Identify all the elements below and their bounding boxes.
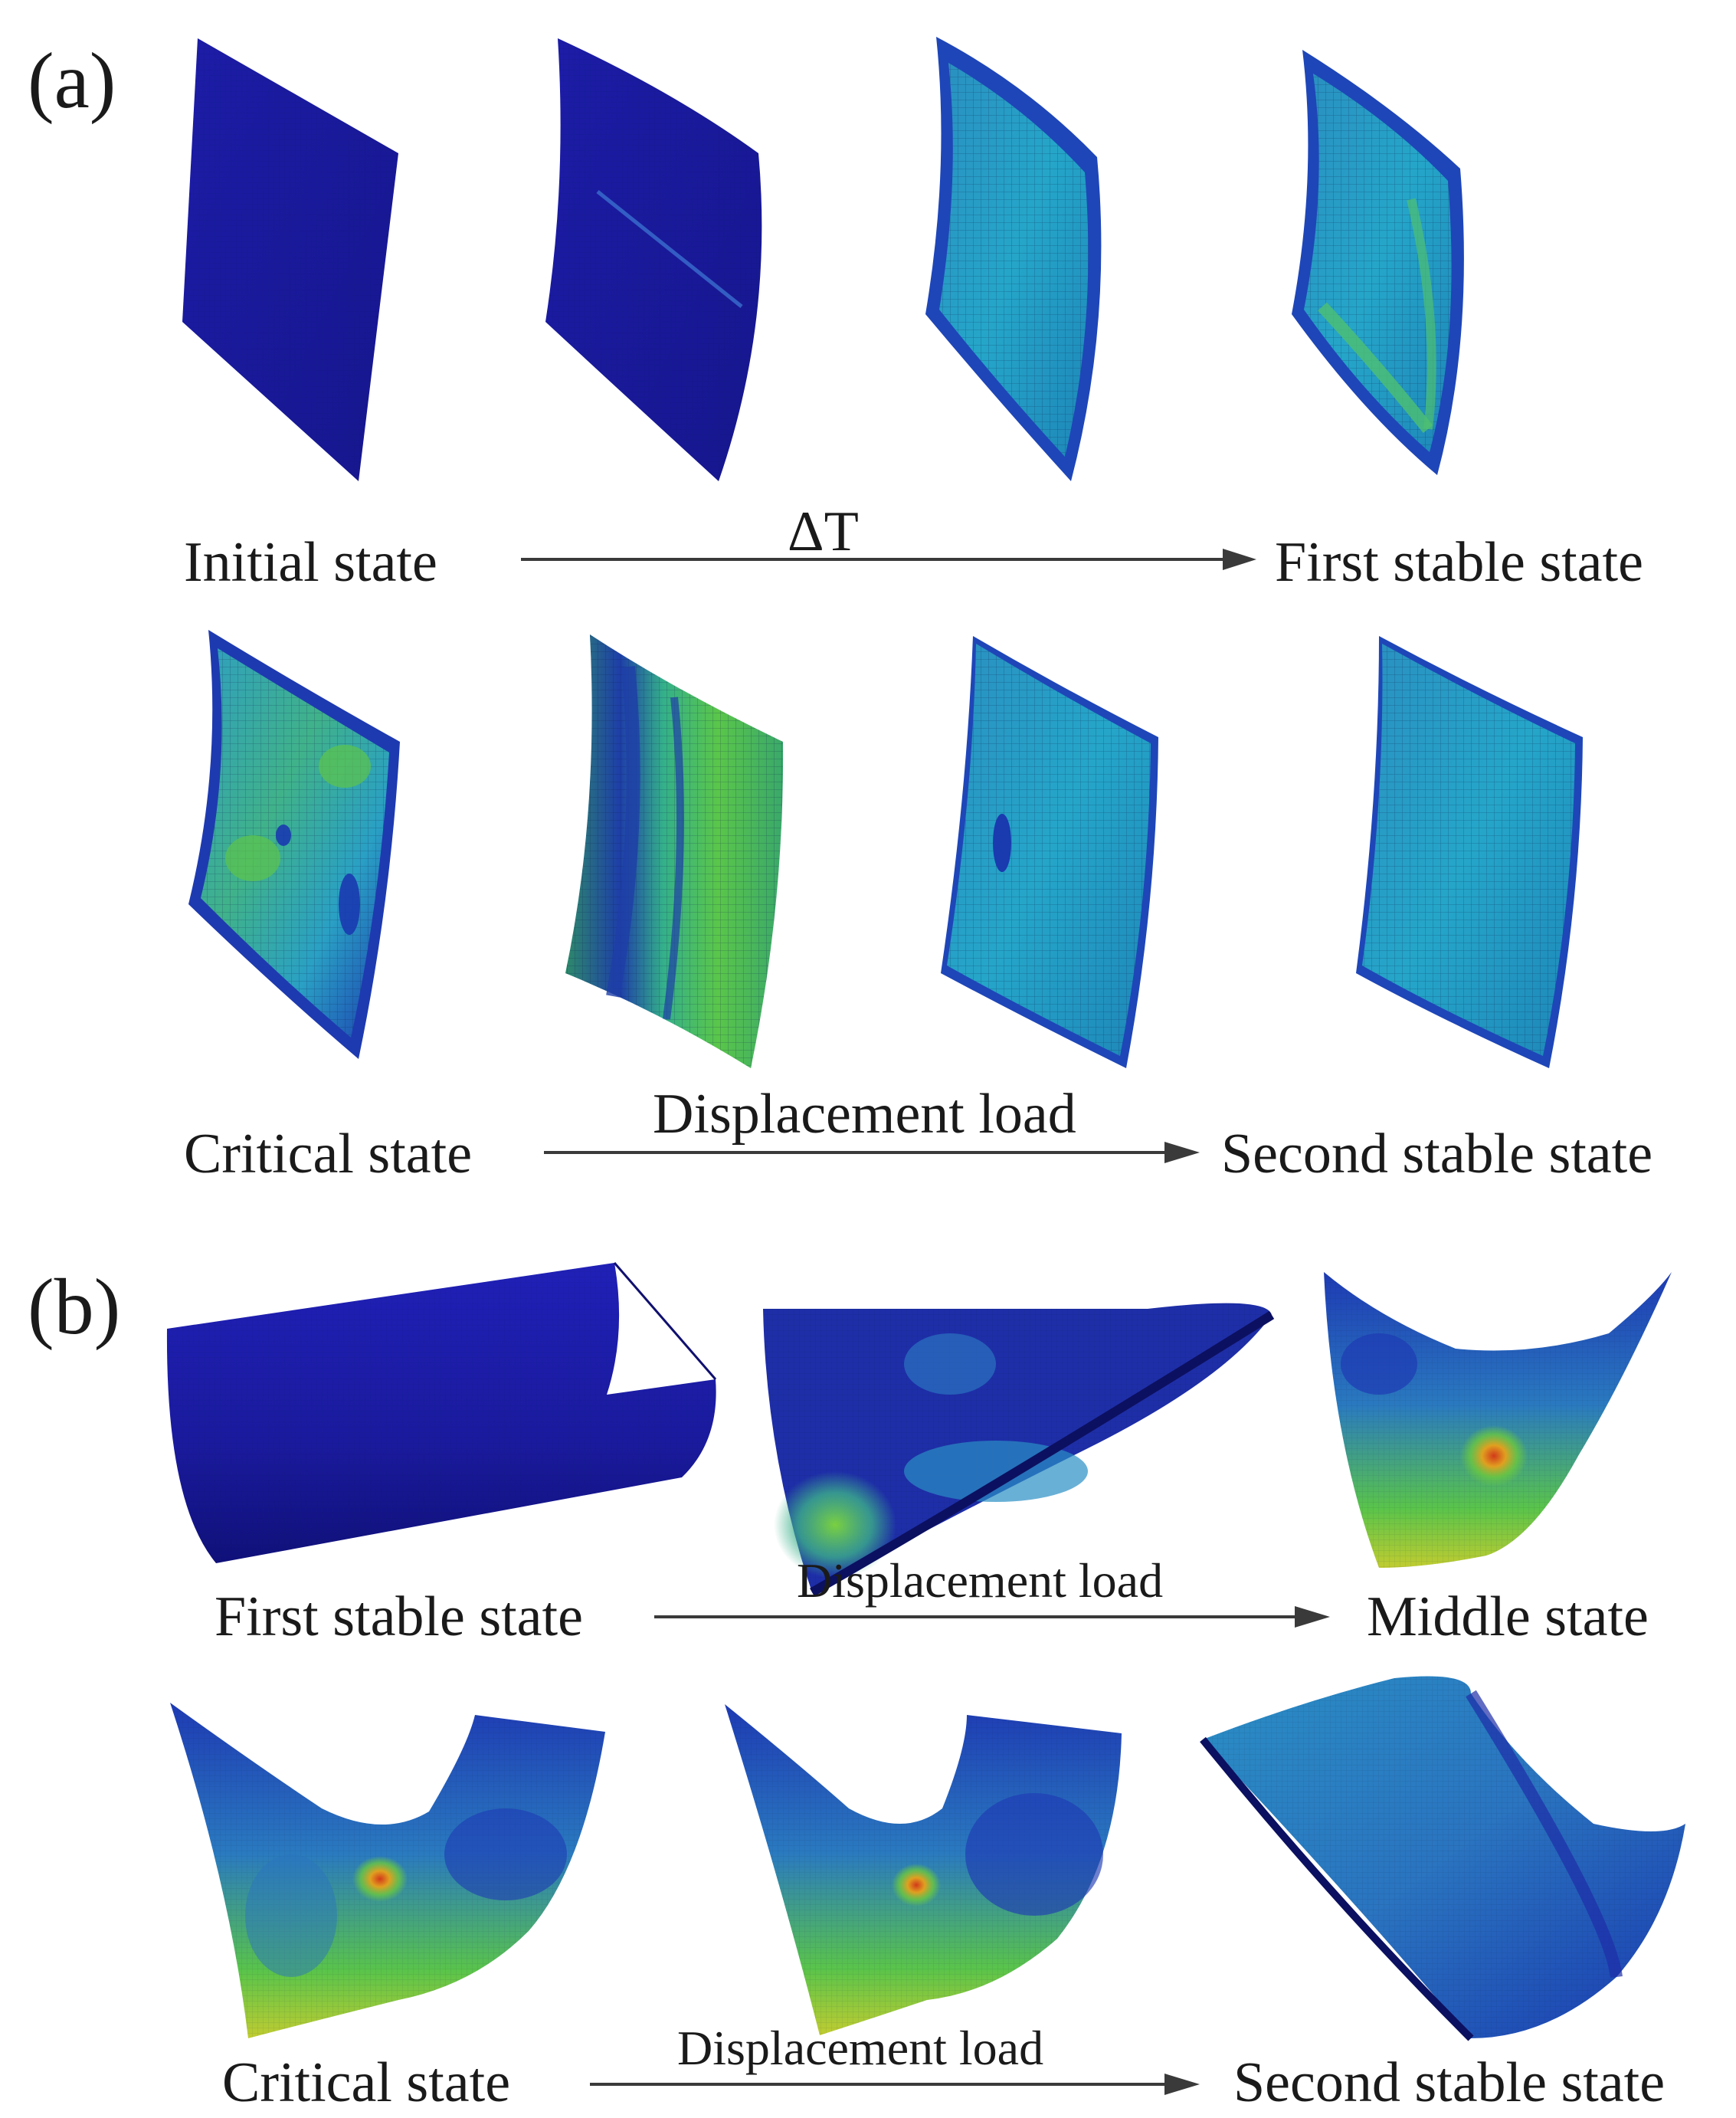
fem-plate-critical-a [188,630,400,1059]
b-row2-load-label: Displacement load [677,2021,1043,2075]
a-row2-arrow [544,1142,1200,1163]
fem-plate-curving [925,37,1102,481]
b-row2-start-label: Critical state [222,2051,510,2114]
fem-shell-first-stable [166,1262,717,1563]
b-row2-arrow [590,2074,1200,2095]
a-row1-start-label: Initial state [184,531,437,594]
fem-plate-initial [182,38,398,481]
fem-plate-second-stable-a [1356,636,1583,1068]
panel-a-label: (a) [28,37,116,125]
a-row1-end-label: First stable state [1275,531,1643,594]
b-row1-start-label: First stable state [215,1585,583,1648]
a-row2-start-label: Critical state [184,1123,472,1185]
panel-b-label: (b) [28,1263,120,1351]
b-row1-end-label: Middle state [1367,1585,1649,1648]
fem-shell-snapping [725,1704,1122,2035]
fem-plate-first-stable [1292,50,1464,475]
fem-shell-critical-b [170,1703,605,2038]
fem-plate-heating [545,38,762,481]
a-row1-load-label: ΔT [788,500,859,563]
b-row1-arrow [654,1606,1330,1628]
fem-shell-bending [763,1303,1275,1597]
fem-plate-transition-1 [565,634,784,1068]
a-row1-arrow [521,549,1256,570]
a-row2-load-label: Displacement load [653,1083,1076,1146]
a-row2-end-label: Second stable state [1221,1123,1652,1185]
b-row2-end-label: Second stable state [1233,2051,1665,2114]
fem-shell-second-stable-b [1200,1676,1685,2041]
fem-shell-middle [1324,1272,1672,1568]
fem-plate-transition-2 [941,636,1158,1068]
b-row1-load-label: Displacement load [797,1553,1163,1608]
